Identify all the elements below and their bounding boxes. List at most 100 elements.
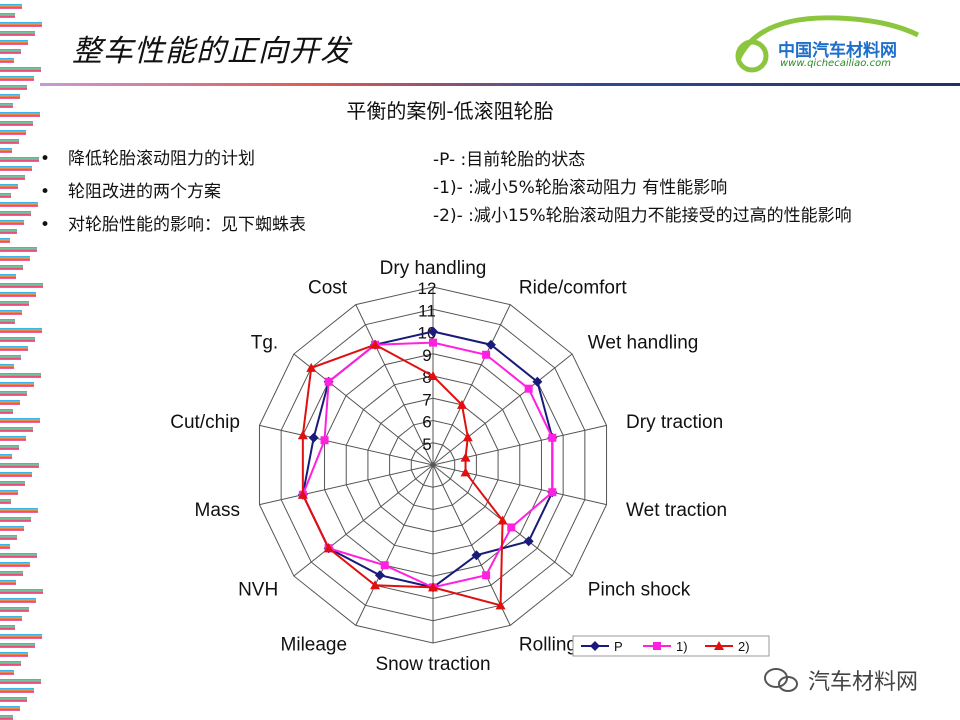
decorative-stripe <box>0 472 32 477</box>
series-marker-square <box>524 384 533 393</box>
wechat-icon <box>764 668 798 692</box>
series-marker-square <box>324 377 333 386</box>
decorative-stripe <box>0 220 24 225</box>
logo-url: www.qichecailiao.com <box>780 58 891 69</box>
decorative-stripe <box>0 193 11 198</box>
decorative-stripe <box>0 211 31 216</box>
decorative-stripe <box>0 706 20 711</box>
bullet-text: 降低轮胎滚动阻力的计划 <box>68 149 255 169</box>
radar-spoke <box>355 304 434 466</box>
radar-spoke <box>432 353 573 466</box>
series-marker-triangle <box>497 515 508 525</box>
decorative-stripe <box>0 328 42 333</box>
decorative-stripe <box>0 490 18 495</box>
radar-spoke <box>432 304 511 466</box>
decorative-stripe <box>0 175 25 180</box>
series-marker-diamond <box>590 641 600 651</box>
decorative-stripe <box>0 688 34 693</box>
radar-spoke <box>432 464 607 506</box>
series-marker-square <box>548 433 557 442</box>
decorative-stripe <box>0 715 13 720</box>
radar-category-label: Snow traction <box>375 654 490 675</box>
decorative-stripe <box>0 229 17 234</box>
series-marker-square <box>380 561 389 570</box>
title-divider <box>40 83 960 86</box>
series-marker-triangle <box>370 580 381 590</box>
series-marker-triangle <box>462 432 473 442</box>
decorative-stripe <box>0 481 25 486</box>
decorative-stripe <box>0 238 10 243</box>
decorative-stripe <box>0 382 34 387</box>
decorative-stripe <box>0 148 12 153</box>
decorative-stripe <box>0 184 18 189</box>
series-marker-triangle <box>460 467 471 477</box>
bullet-text: 轮阻改进的两个方案 <box>68 182 221 202</box>
series-marker-square <box>320 436 329 445</box>
decorative-stripe <box>0 445 19 450</box>
bullet-item: • 轮阻改进的两个方案 <box>40 176 306 209</box>
series-marker-diamond <box>485 339 496 350</box>
decorative-stripe <box>0 247 37 252</box>
series-marker-square <box>548 488 557 497</box>
radar-category-label: Tg. <box>251 333 278 354</box>
radar-spoke <box>293 353 434 466</box>
radar-spoke <box>432 464 511 626</box>
radar-category-label: Mileage <box>281 634 348 655</box>
bullet-dot-icon: • <box>40 182 51 202</box>
decorative-stripe <box>0 616 22 621</box>
decorative-stripe <box>0 76 34 81</box>
decorative-stripe <box>0 580 16 585</box>
decorative-stripe <box>0 292 36 297</box>
radar-category-label: Wet traction <box>626 500 727 521</box>
radar-category-label: Ride/comfort <box>519 278 627 299</box>
decorative-stripe <box>0 544 10 549</box>
series-marker-square <box>482 350 491 359</box>
decorative-stripe <box>0 130 26 135</box>
decorative-stripe <box>0 517 31 522</box>
series-marker-diamond <box>428 326 438 337</box>
series-marker-square <box>482 571 491 580</box>
radar-tick-label: 11 <box>418 301 436 320</box>
radar-tick-label: 6 <box>422 413 431 432</box>
decorative-stripe <box>0 373 41 378</box>
radar-category-label: Cut/chip <box>170 412 240 433</box>
decorative-side-stripes <box>0 4 43 720</box>
radar-spoke <box>259 424 434 466</box>
radar-tick-label: 8 <box>422 368 431 387</box>
decorative-stripe <box>0 265 23 270</box>
radar-tick-label: 5 <box>422 435 431 454</box>
series-marker-triangle <box>306 362 317 372</box>
decorative-stripe <box>0 40 28 45</box>
decorative-stripe <box>0 103 13 108</box>
decorative-stripe <box>0 679 41 684</box>
bullet-dot-icon: • <box>40 215 51 235</box>
decorative-stripe <box>0 112 40 117</box>
series-marker-triangle <box>370 339 381 349</box>
decorative-stripe <box>0 337 35 342</box>
radar-category-label: Pinch shock <box>588 579 691 600</box>
note-line: -2)- :减小15%轮胎滚动阻力不能接受的过高的性能影响 <box>433 206 852 226</box>
radar-category-label: NVH <box>238 579 278 600</box>
radar-spoke <box>432 424 607 466</box>
radar-spoke <box>293 464 434 577</box>
decorative-stripe <box>0 697 27 702</box>
decorative-stripe <box>0 85 27 90</box>
radar-category-label: Wet handling <box>588 333 699 354</box>
page-title: 整车性能的正向开发 <box>72 34 351 69</box>
legend-label: 2) <box>738 639 750 654</box>
note-line: -1)- :减小5%轮胎滚动阻力 有性能影响 <box>433 178 728 198</box>
decorative-stripe <box>0 355 21 360</box>
series-notes: -P- :目前轮胎的状态 -1)- :减小5%轮胎滚动阻力 有性能影响 -2)-… <box>433 146 852 230</box>
decorative-stripe <box>0 391 27 396</box>
note-line: -P- :目前轮胎的状态 <box>433 150 586 170</box>
decorative-stripe <box>0 454 12 459</box>
decorative-stripe <box>0 400 20 405</box>
radar-tick-label: 9 <box>422 346 431 365</box>
series-marker-square <box>429 338 437 347</box>
decorative-stripe <box>0 256 30 261</box>
radar-category-label: Mass <box>195 500 240 521</box>
bullet-dot-icon: • <box>40 149 51 169</box>
series-marker-triangle <box>456 399 467 409</box>
series-marker-triangle <box>297 430 308 440</box>
decorative-stripe <box>0 283 43 288</box>
